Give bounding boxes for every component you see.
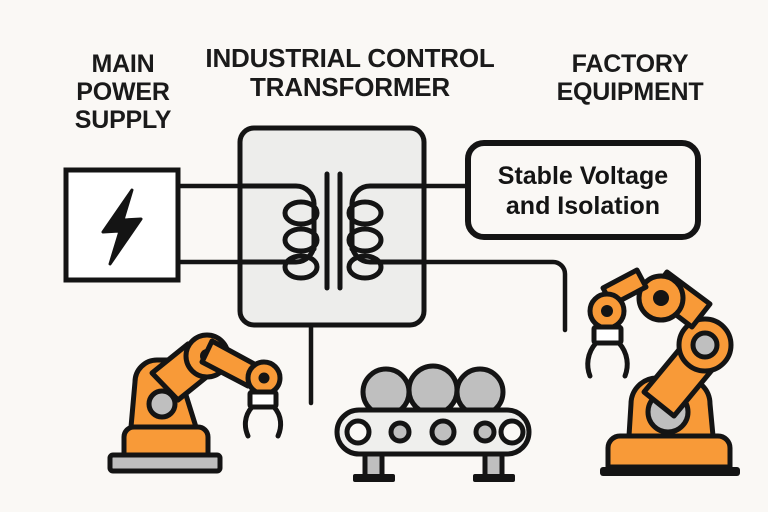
conveyor-belt[interactable] [334, 363, 532, 482]
robot-right-elbow-hub [690, 330, 720, 360]
transformer-node[interactable] [237, 125, 427, 328]
transformer-secondary-winding [346, 183, 425, 281]
conveyor-roller-1 [344, 418, 372, 446]
conveyor-roller-5 [498, 418, 526, 446]
conveyor-part-2 [406, 363, 460, 417]
robot-left-gripper-block [247, 389, 279, 410]
robot-right-gripper-block [591, 324, 624, 346]
robot-right-gripper-claw-left [585, 340, 599, 379]
robot-arm-right[interactable] [585, 267, 740, 476]
conveyor-foot-left [353, 474, 395, 482]
robot-right-gripper-claw-right [616, 340, 630, 379]
robot-arm-left[interactable] [107, 332, 284, 474]
label-factory-equipment: FACTORY EQUIPMENT [556, 50, 704, 106]
label-main-power-supply: MAIN POWER SUPPLY [74, 50, 172, 134]
lightning-bolt-icon [101, 188, 143, 266]
conveyor-foot-right [473, 474, 515, 482]
robot-right-wrist-pin [601, 305, 613, 317]
robot-left-wrist-pin [258, 372, 270, 384]
conveyor-roller-4 [473, 420, 497, 444]
robot-right-pedestal [605, 433, 733, 470]
power-supply-node[interactable] [63, 167, 181, 283]
robot-left-gripper-claw-right [271, 404, 284, 439]
robot-left-pedestal [121, 424, 211, 458]
label-industrial-control-transformer: INDUSTRIAL CONTROL TRANSFORMER [205, 43, 495, 103]
conveyor-roller-3 [429, 418, 457, 446]
transformer-primary-winding [239, 183, 320, 281]
callout-box-text: Stable Voltage and Isolation [497, 161, 669, 221]
robot-left-shoulder-hub [146, 388, 178, 420]
callout-box[interactable] [465, 140, 701, 240]
transformer-body [237, 125, 427, 328]
connector-transformer-to-robot-right [419, 259, 568, 333]
robot-right-main-pin [653, 290, 669, 306]
transformer-core [324, 171, 343, 291]
robot-left-gripper-claw-left [242, 404, 255, 439]
connector-group [178, 183, 568, 406]
conveyor-roller-2 [388, 420, 412, 444]
